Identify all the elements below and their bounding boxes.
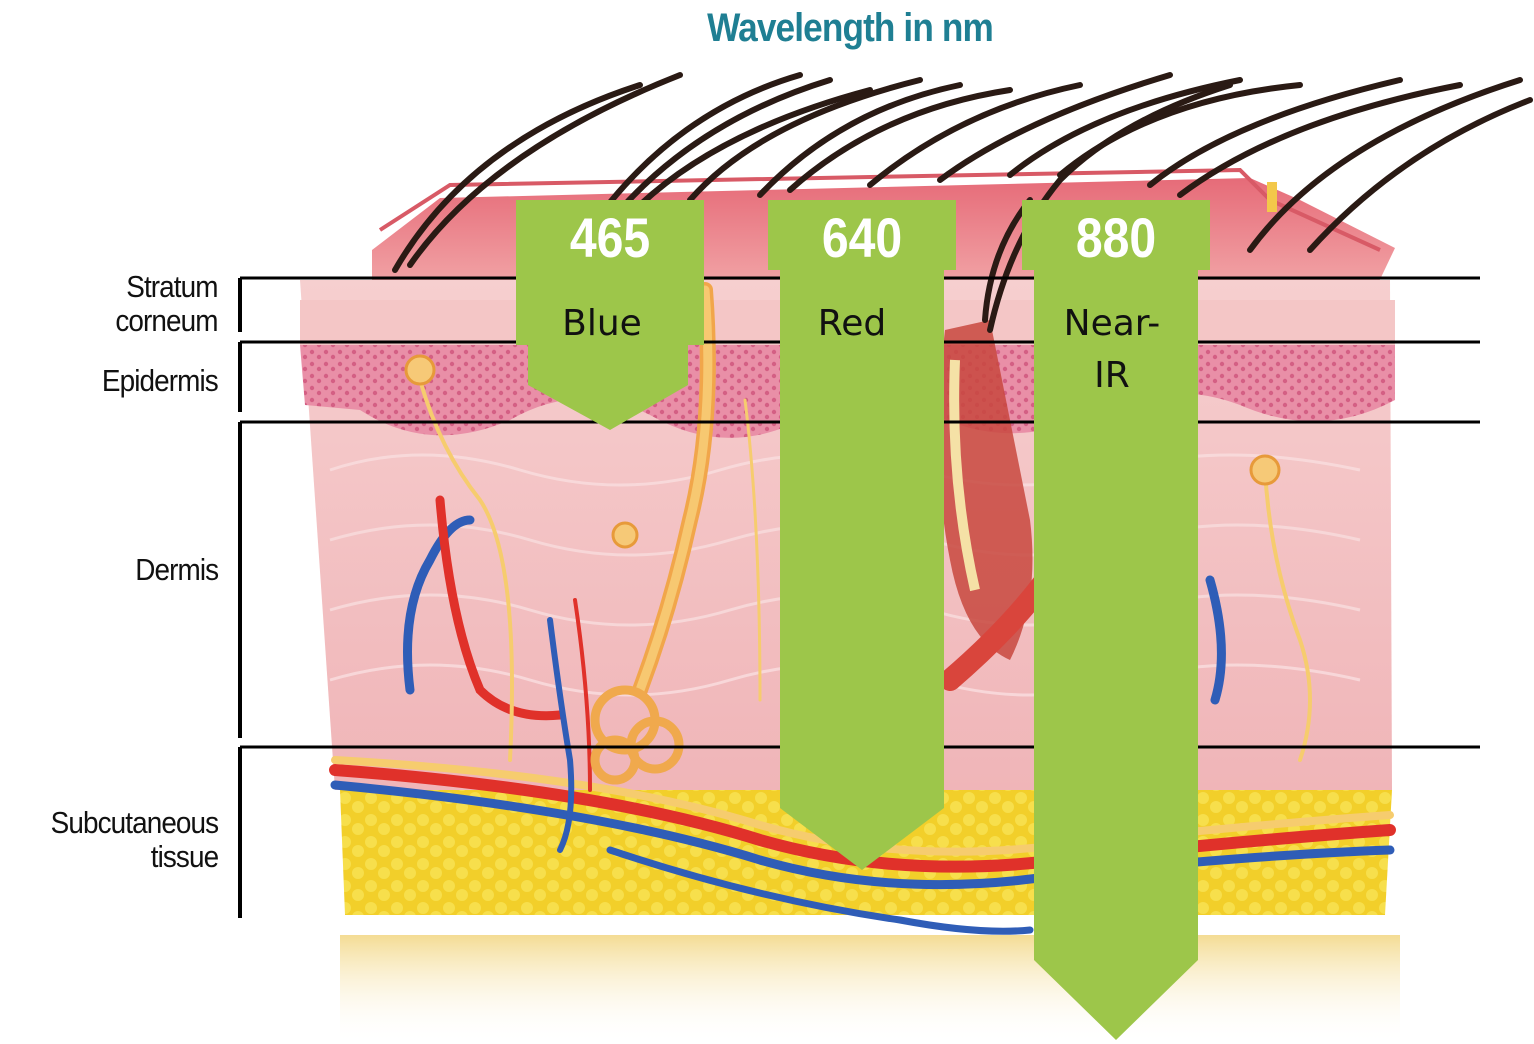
wavelength-880: 880 <box>1035 206 1197 270</box>
band-label-blue: Blue <box>516 298 688 350</box>
layer-label-stratum: Stratum corneum <box>116 270 218 338</box>
layer-label-subcutaneous: Subcutaneous tissue <box>50 806 218 874</box>
chart-title: Wavelength in nm <box>665 6 1035 51</box>
wavelength-640: 640 <box>781 206 943 270</box>
wavelength-465: 465 <box>529 206 691 270</box>
band-label-near-ir: Near- IR <box>1022 298 1202 402</box>
layer-label-epidermis: Epidermis <box>102 364 218 398</box>
layer-label-dermis: Dermis <box>135 553 218 587</box>
reflection <box>340 935 1400 1044</box>
band-label-red: Red <box>768 298 936 350</box>
